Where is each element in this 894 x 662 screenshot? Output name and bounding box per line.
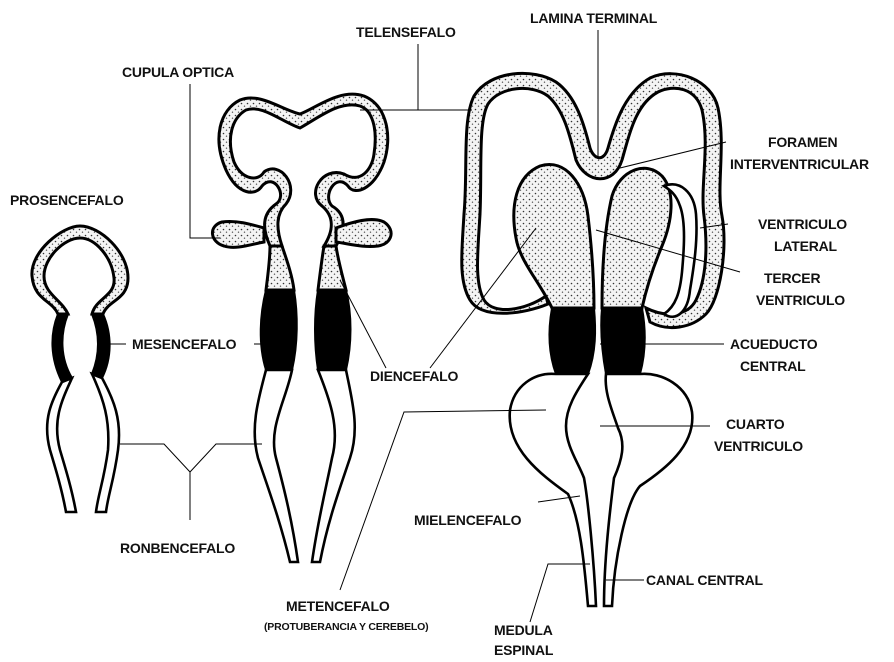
rhombencephalon-right: [312, 370, 355, 562]
label-medula-line2: ESPINAL: [494, 640, 553, 660]
prosencephalon-wall: [32, 226, 128, 314]
fourth-ventricle-left-wall: [510, 374, 596, 606]
leader-telensefalo: [360, 44, 472, 110]
three-vesicle-stage: [32, 226, 128, 512]
mesencephalon-left-wall: [52, 314, 72, 382]
label-mielencefalo: MIELENCEFALO: [414, 510, 521, 530]
leader-cupula-optica: [190, 84, 220, 238]
label-mesencefalo: MESENCEFALO: [132, 334, 236, 354]
optic-cup-right: [336, 220, 391, 247]
label-ventriculo-lateral-line2: LATERAL: [774, 236, 837, 256]
mesencephalon-left: [261, 290, 297, 370]
label-lamina-terminal: LAMINA TERMINAL: [530, 8, 657, 28]
label-cupula-optica: CUPULA OPTICA: [122, 62, 234, 82]
label-acueducto-line1: ACUEDUCTO: [730, 334, 817, 354]
label-cuarto-ventriculo-line2: VENTRICULO: [714, 436, 803, 456]
label-foramen-line2: INTERVENTRICULAR: [730, 154, 869, 174]
mesencephalon-right-wall: [92, 314, 110, 378]
label-foramen-line1: FORAMEN: [768, 132, 837, 152]
label-diencefalo: DIENCEFALO: [370, 366, 458, 386]
leader-medula-espinal: [530, 564, 590, 622]
aqueduct-right-wall: [601, 308, 645, 374]
rhombencephalon-left: [255, 370, 298, 562]
five-vesicle-stage: [212, 94, 391, 562]
label-cuarto-ventriculo-line1: CUARTO: [726, 414, 784, 434]
mesencephalon-right: [315, 290, 351, 370]
label-metencefalo-line1: METENCEFALO: [286, 596, 390, 616]
label-acueducto-line2: CENTRAL: [740, 356, 805, 376]
label-ronbencefalo: RONBENCEFALO: [120, 538, 235, 558]
label-metencefalo-line2: (PROTUBERANCIA Y CEREBELO): [264, 620, 428, 634]
optic-cup-left: [212, 221, 264, 247]
leader-ronbencefalo: [120, 444, 262, 520]
label-tercer-ventriculo-line2: VENTRICULO: [756, 290, 845, 310]
diencephalon-right: [602, 168, 671, 308]
rhombencephalon-right-wall: [92, 374, 119, 512]
label-prosencefalo: PROSENCEFALO: [10, 190, 124, 210]
label-medula-line1: MEDULA: [494, 620, 553, 640]
label-ventriculo-lateral-line1: VENTRICULO: [758, 214, 847, 234]
aqueduct-left-wall: [549, 308, 595, 374]
label-canal-central: CANAL CENTRAL: [646, 570, 763, 590]
label-telensefalo: TELENSEFALO: [356, 22, 456, 42]
leader-diencefalo-2: [430, 228, 536, 368]
rhombencephalon-left-wall: [47, 378, 76, 512]
label-tercer-ventriculo-line1: TERCER: [764, 268, 820, 288]
diencephalon-left-wall: [266, 246, 294, 290]
diencephalon-left: [514, 165, 594, 308]
